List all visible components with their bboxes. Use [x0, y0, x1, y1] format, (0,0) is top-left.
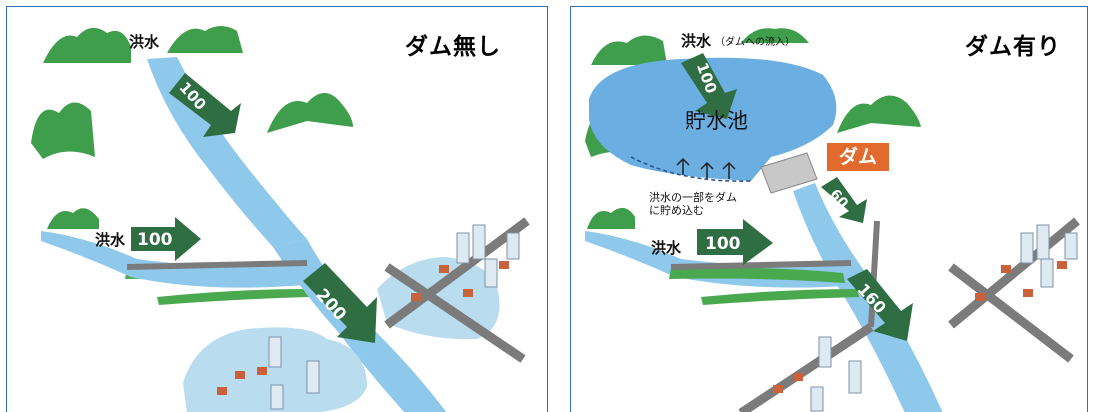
hill [167, 26, 243, 53]
flow-arrow-side [131, 217, 201, 261]
flow-arrow-top [169, 73, 241, 137]
house [235, 371, 245, 379]
house [1023, 289, 1033, 297]
reservoir-label: 貯水池 [685, 109, 748, 133]
reservoir [589, 57, 837, 181]
house [499, 261, 509, 269]
building [484, 258, 498, 288]
house [1001, 265, 1011, 273]
flood-label-side: 洪水 [95, 231, 126, 249]
road [670, 260, 852, 270]
building [456, 232, 470, 264]
house [411, 293, 421, 301]
storage-note-line1: 洪水の一部をダム [649, 191, 737, 204]
road [126, 260, 308, 270]
building [810, 386, 824, 412]
house [463, 289, 473, 297]
storage-note-line2: に貯め込む [649, 204, 704, 217]
panel-without-dam: ダム無し 洪水 洪水 100 100 200 [6, 6, 548, 412]
title-with-dam: ダム有り [965, 34, 1061, 60]
flood-label-top: 洪水 [681, 32, 712, 50]
hill [31, 102, 95, 159]
dam-label: ダム [827, 143, 889, 171]
building [848, 360, 862, 394]
house [773, 385, 783, 393]
flow-arrow-main [847, 269, 913, 341]
river-upper [147, 57, 307, 247]
scene-with-dam [585, 28, 1080, 412]
scene-without-dam [31, 26, 530, 412]
original-river-line [630, 156, 752, 182]
house [975, 293, 985, 301]
riverbank [701, 289, 859, 305]
flood-label-side: 洪水 [651, 239, 682, 257]
flow-arrow-inflow [681, 53, 737, 119]
flow-arrow-release [821, 177, 867, 223]
building [506, 232, 520, 260]
house [793, 373, 803, 381]
title-without-dam: ダム無し [405, 34, 501, 60]
hill [43, 27, 131, 63]
building [268, 336, 282, 368]
house [217, 387, 227, 395]
flood-label-top: 洪水 [129, 33, 160, 51]
road [738, 323, 874, 412]
hill [587, 207, 635, 229]
house [439, 265, 449, 273]
building [1036, 224, 1050, 260]
storage-arrow [676, 157, 690, 175]
building [306, 360, 320, 394]
flood-label-top-note: （ダムへの流入） [715, 37, 795, 48]
dam-structure [760, 152, 818, 194]
building [472, 224, 486, 260]
storage-arrow [700, 161, 714, 179]
storage-arrow [722, 161, 736, 179]
flow-value-side: 100 [137, 230, 173, 250]
road [384, 263, 526, 363]
building [1064, 232, 1078, 260]
river-tributary [41, 231, 303, 288]
flow-arrow-side [697, 219, 773, 265]
flow-arrow-main [303, 263, 377, 343]
road [384, 217, 530, 329]
road [868, 220, 880, 328]
flooded-area [183, 327, 367, 412]
riverbank [157, 289, 309, 305]
building [270, 384, 284, 410]
riverbank [669, 267, 845, 283]
building [1020, 232, 1034, 264]
hill [741, 28, 809, 43]
flow-value-side: 100 [705, 234, 741, 254]
building [818, 336, 832, 368]
building [1040, 258, 1054, 288]
hill [591, 35, 667, 65]
hill [837, 95, 921, 133]
house [257, 367, 267, 375]
house [1057, 261, 1067, 269]
hill [47, 208, 99, 229]
road [948, 263, 1074, 363]
panel-with-dam: ダム有り 洪水 （ダムへの流入） 洪水 貯水池 ダム 洪水の一部をダム に貯め込… [570, 6, 1088, 412]
hill [267, 93, 353, 133]
road [948, 217, 1080, 329]
